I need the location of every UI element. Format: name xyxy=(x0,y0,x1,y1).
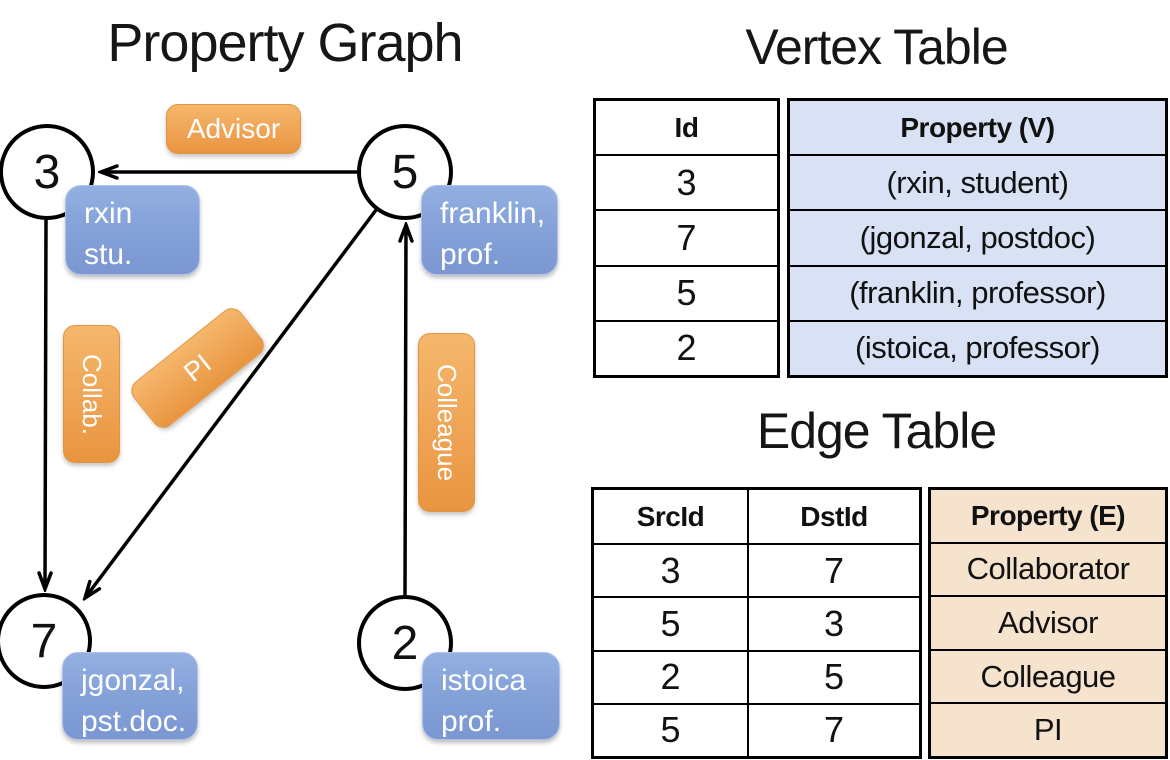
edge-label-pi-text: PI xyxy=(177,347,217,388)
edge-table-property-column: Property (E) Collaborator Advisor Collea… xyxy=(928,487,1168,759)
vertex-table-property-cell: (jgonzal, postdoc) xyxy=(790,209,1165,264)
edge-table-property-cell: Advisor xyxy=(931,595,1165,649)
node-5-id: 5 xyxy=(391,145,419,199)
vertex-label-franklin: franklin, prof. xyxy=(421,185,558,275)
vertex-table-property-cell: (franklin, professor) xyxy=(790,264,1165,320)
vertex-table-property-column: Property (V) (rxin, student) (jgonzal, p… xyxy=(787,98,1168,378)
edge-table-src-cell: 2 xyxy=(594,649,747,703)
vertex-label-jgonzal: jgonzal, pst.doc. xyxy=(62,652,198,740)
edge-3-to-7 xyxy=(45,219,46,589)
edge-table-header-property: Property (E) xyxy=(970,499,1126,531)
vertex-label-rxin-line1: rxin xyxy=(84,197,133,230)
edge-table-src-cell: 3 xyxy=(594,543,747,596)
graph-edges xyxy=(0,0,585,760)
vertex-table-id-cell: 5 xyxy=(596,264,777,320)
edge-2-to-5 xyxy=(405,225,406,597)
edge-table-src-cell: 5 xyxy=(594,596,747,649)
vertex-table-title: Vertex Table xyxy=(745,19,1008,75)
vertex-label-istoica-line1: istoica xyxy=(441,664,527,697)
vertex-table-id-cell: 2 xyxy=(596,319,777,375)
edge-table-dst-cell: 5 xyxy=(747,649,919,703)
edge-label-advisor: Advisor xyxy=(166,104,301,154)
vertex-table-property-cell: (istoica, professor) xyxy=(790,319,1165,375)
edge-label-collab-text: Collab. xyxy=(77,353,107,435)
edge-table-dst-cell: 7 xyxy=(747,702,919,756)
vertex-table-header-id: Id xyxy=(674,111,699,143)
edge-label-advisor-text: Advisor xyxy=(186,113,281,144)
node-5: 5 xyxy=(357,124,453,220)
node-7-id: 7 xyxy=(30,614,58,668)
vertex-table-id-cell: 7 xyxy=(596,209,777,264)
vertex-label-rxin: rxin stu. xyxy=(65,185,200,275)
edge-table-property-cell: Collaborator xyxy=(931,541,1165,596)
edge-table-id-columns: SrcId DstId 3 7 5 3 2 5 5 7 xyxy=(591,487,922,759)
vertex-table-id-column: Id 3 7 5 2 xyxy=(593,98,780,378)
vertex-label-franklin-line2: prof. xyxy=(440,237,501,271)
edge-label-colleague-text: Colleague xyxy=(432,363,462,482)
edge-label-colleague: Colleague xyxy=(418,333,475,512)
node-3-id: 3 xyxy=(33,145,61,199)
vertex-label-franklin-line1: franklin, xyxy=(440,197,546,230)
edge-table-src-cell: 5 xyxy=(594,702,747,756)
vertex-label-istoica-line2: prof. xyxy=(441,704,502,738)
edge-table-dst-cell: 3 xyxy=(747,596,919,650)
vertex-table-header-property: Property (V) xyxy=(900,111,1055,143)
edge-table-title: Edge Table xyxy=(756,403,997,459)
edge-label-collab: Collab. xyxy=(63,325,120,463)
vertex-label-jgonzal-line1: jgonzal, xyxy=(81,664,185,697)
vertex-table-id-cell: 3 xyxy=(596,154,777,209)
edge-5-to-7 xyxy=(85,208,378,598)
node-2-id: 2 xyxy=(391,616,419,670)
edge-table-property-cell: Colleague xyxy=(931,648,1165,703)
vertex-label-istoica: istoica prof. xyxy=(422,652,560,740)
vertex-label-jgonzal-line2: pst.doc. xyxy=(81,704,187,738)
edge-table-header-dstid: DstId xyxy=(747,490,919,544)
vertex-table-property-cell: (rxin, student) xyxy=(790,154,1165,209)
graph-title: Property Graph xyxy=(107,13,463,73)
edge-table-dst-cell: 7 xyxy=(747,543,919,597)
edge-table-header-srcid: SrcId xyxy=(636,500,705,532)
edge-table-property-cell: PI xyxy=(931,702,1165,756)
vertex-label-rxin-line2: stu. xyxy=(84,237,133,271)
